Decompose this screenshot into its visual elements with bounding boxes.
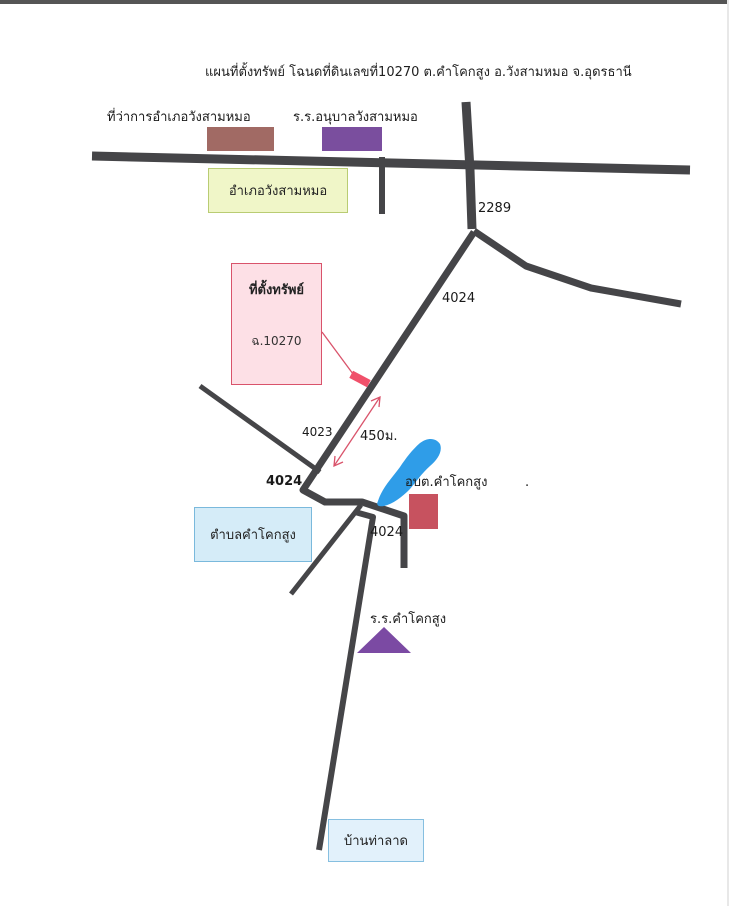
road-label-4023: 4023 [302,425,333,439]
property-box: ที่ตั้งทรัพย์ ฉ.10270 [231,263,322,385]
road-4024-main [299,230,477,568]
road-east-branch [472,228,682,308]
school-triangle [357,627,411,653]
property-pointer-line [321,331,357,379]
road-label-4024-upper: 4024 [442,291,475,306]
property-deed-number: ฉ.10270 [251,334,302,348]
school-label: ร.ร.คำโคกสูง [370,611,446,627]
tao-building [409,494,438,529]
road-southwest [289,503,363,596]
distance-arrow-head-bottom [333,455,344,468]
road-label-4024-junction: 4024 [266,474,302,489]
road-2289 [461,101,477,230]
subdistrict-box: ตำบลคำโคกสูง [194,507,312,562]
top-border [0,0,729,4]
road-4023 [198,383,322,475]
pond-shape [377,438,441,507]
property-marker [349,370,371,388]
map-title: แผนที่ตั้งทรัพย์ โฉนดที่ดินเลขที่10270 ต… [205,65,632,80]
property-title: ที่ตั้งทรัพย์ [248,283,305,298]
district-box: อำเภอวังสามหมอ [208,168,348,213]
village-box: บ้านท่าลาด [328,819,424,862]
district-office-label: ที่ว่าการอำเภอวังสามหมอ [107,108,251,125]
distance-arrow-line [333,396,381,467]
tao-label: อบต.คำโคกสูง [405,474,487,490]
road-label-4024-lower: 4024 [370,525,403,540]
kindergarten-label: ร.ร.อนุบาลวังสามหมอ [293,110,418,125]
distance-label: 450ม. [360,429,398,444]
kindergarten-marker [322,127,382,151]
distance-arrow-head-top [370,395,381,408]
right-border [727,0,729,906]
stray-dot: . [525,475,529,490]
road-main-highway [91,151,691,175]
road-label-2289: 2289 [478,201,511,216]
road-4024-south [316,509,376,851]
district-office-marker [207,127,274,151]
